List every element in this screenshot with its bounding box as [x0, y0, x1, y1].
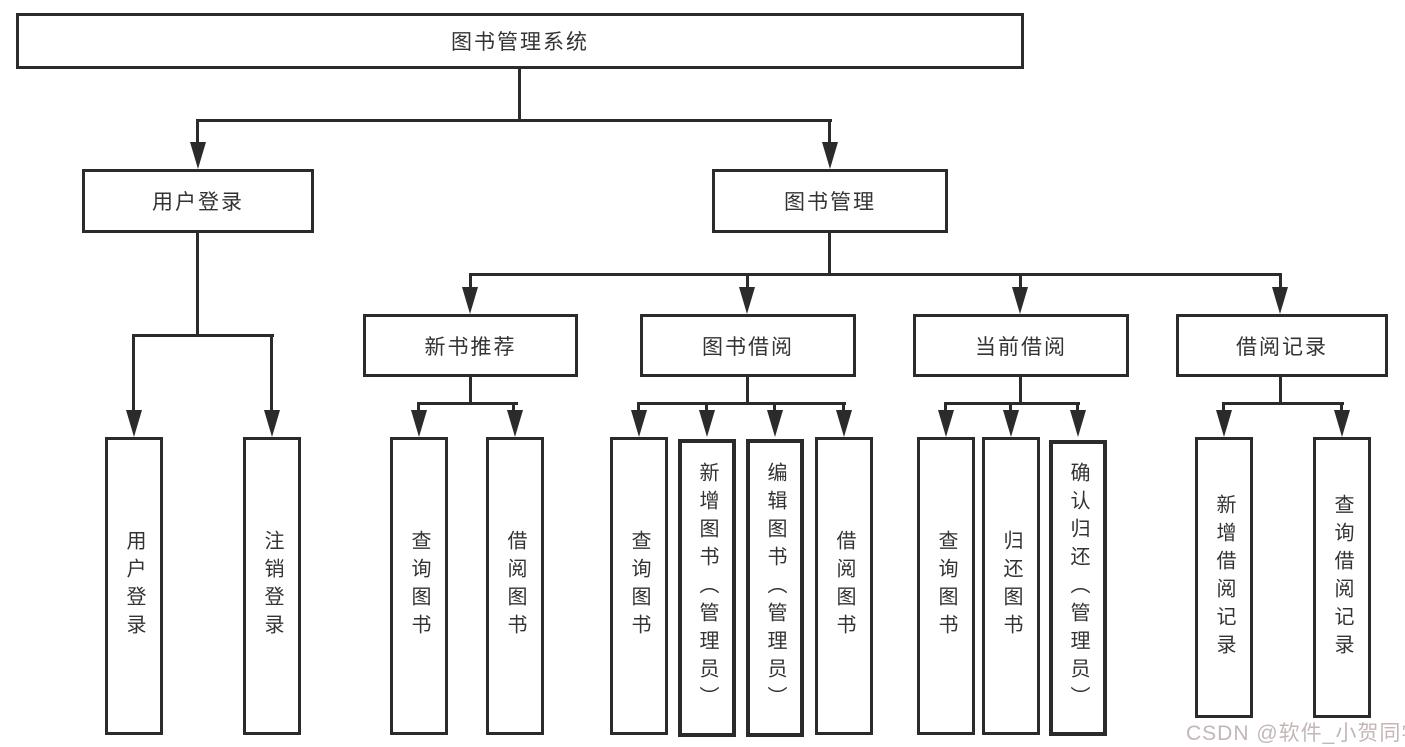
connector-level1-rail	[196, 119, 832, 122]
connector-current-c1-drop	[944, 403, 947, 412]
connector-root-stem	[518, 69, 521, 120]
leaf-newbook-borrow-books: 借阅图书	[486, 437, 544, 735]
connector-borrow-c1-drop	[637, 403, 640, 412]
connector-current-stem	[1019, 377, 1022, 404]
arrowhead-current-c1	[938, 410, 954, 437]
connector-borrow-drop	[746, 274, 749, 289]
leaf-newbook-query-books: 查询图书	[390, 437, 448, 735]
connector-login-stem	[196, 233, 199, 336]
connector-newbook-c2-drop	[512, 403, 515, 412]
arrowhead-records	[1272, 287, 1288, 314]
leaf-current-confirm-return-admin: 确认归还（管理员）	[1049, 440, 1107, 736]
node-current-borrowing: 当前借阅	[913, 314, 1129, 377]
node-book-borrowing: 图书借阅	[640, 314, 856, 377]
csdn-watermark: CSDN @软件_小贺同学	[1186, 722, 1405, 745]
connector-newbook-rail	[417, 402, 518, 405]
leaf-records-add-record: 新增借阅记录	[1195, 437, 1253, 718]
arrowhead-newbook	[462, 287, 478, 314]
arrowhead-login-child2	[264, 410, 280, 437]
connector-mgmt-rail	[469, 273, 1282, 276]
node-book-management: 图书管理	[712, 169, 948, 233]
node-library-system: 图书管理系统	[16, 13, 1024, 69]
connector-borrow-rail	[637, 402, 846, 405]
arrowhead-records-c2	[1334, 410, 1350, 437]
leaf-borrow-query-books: 查询图书	[610, 437, 668, 735]
arrowhead-borrow-c4	[836, 410, 852, 437]
arrowhead-borrow-c1	[631, 410, 647, 437]
arrowhead-current	[1012, 287, 1028, 314]
connector-newbook-drop	[469, 274, 472, 289]
connector-newbook-stem	[469, 377, 472, 404]
connector-login-rail	[132, 334, 274, 337]
connector-current-c3-drop	[1076, 403, 1079, 412]
arrowhead-current-c3	[1070, 410, 1086, 437]
connector-records-c2-drop	[1340, 403, 1343, 412]
connector-borrow-stem	[746, 377, 749, 404]
leaf-current-return-books: 归还图书	[982, 437, 1040, 735]
connector-records-drop	[1279, 274, 1282, 289]
arrowhead-borrow-c3	[767, 410, 783, 437]
connector-borrow-c3-drop	[773, 403, 776, 412]
connector-mgmt-drop	[828, 120, 831, 145]
connector-login-child1-drop	[132, 336, 135, 412]
arrowhead-current-c2	[1003, 410, 1019, 437]
node-borrow-records: 借阅记录	[1176, 314, 1388, 377]
leaf-records-query-record: 查询借阅记录	[1313, 437, 1371, 718]
arrowhead-mgmt	[822, 142, 838, 169]
leaf-user-login: 用户登录	[105, 437, 163, 735]
connector-login-child2-drop	[270, 336, 273, 412]
arrowhead-borrow-c2	[699, 410, 715, 437]
arrowhead-login	[190, 142, 206, 169]
connector-mgmt-stem	[828, 233, 831, 275]
leaf-borrow-borrow-books: 借阅图书	[815, 437, 873, 735]
arrowhead-records-c1	[1216, 410, 1232, 437]
connector-current-drop	[1019, 274, 1022, 289]
connector-current-c2-drop	[1009, 403, 1012, 412]
leaf-current-query-books: 查询图书	[917, 437, 975, 735]
arrowhead-newbook-c2	[507, 410, 523, 437]
node-new-book-recommend: 新书推荐	[363, 314, 578, 377]
arrowhead-login-child1	[126, 410, 142, 437]
connector-current-rail	[944, 402, 1080, 405]
connector-records-stem	[1279, 377, 1282, 404]
connector-borrow-c4-drop	[842, 403, 845, 412]
leaf-borrow-edit-books-admin: 编辑图书（管理员）	[746, 439, 804, 737]
connector-newbook-c1-drop	[417, 403, 420, 412]
connector-login-drop	[196, 120, 199, 145]
connector-records-rail	[1222, 402, 1344, 405]
node-user-login: 用户登录	[82, 169, 314, 233]
connector-borrow-c2-drop	[705, 403, 708, 412]
arrowhead-newbook-c1	[411, 410, 427, 437]
connector-records-c1-drop	[1222, 403, 1225, 412]
leaf-logout: 注销登录	[243, 437, 301, 735]
arrowhead-borrow	[739, 287, 755, 314]
leaf-borrow-add-books-admin: 新增图书（管理员）	[678, 439, 736, 737]
